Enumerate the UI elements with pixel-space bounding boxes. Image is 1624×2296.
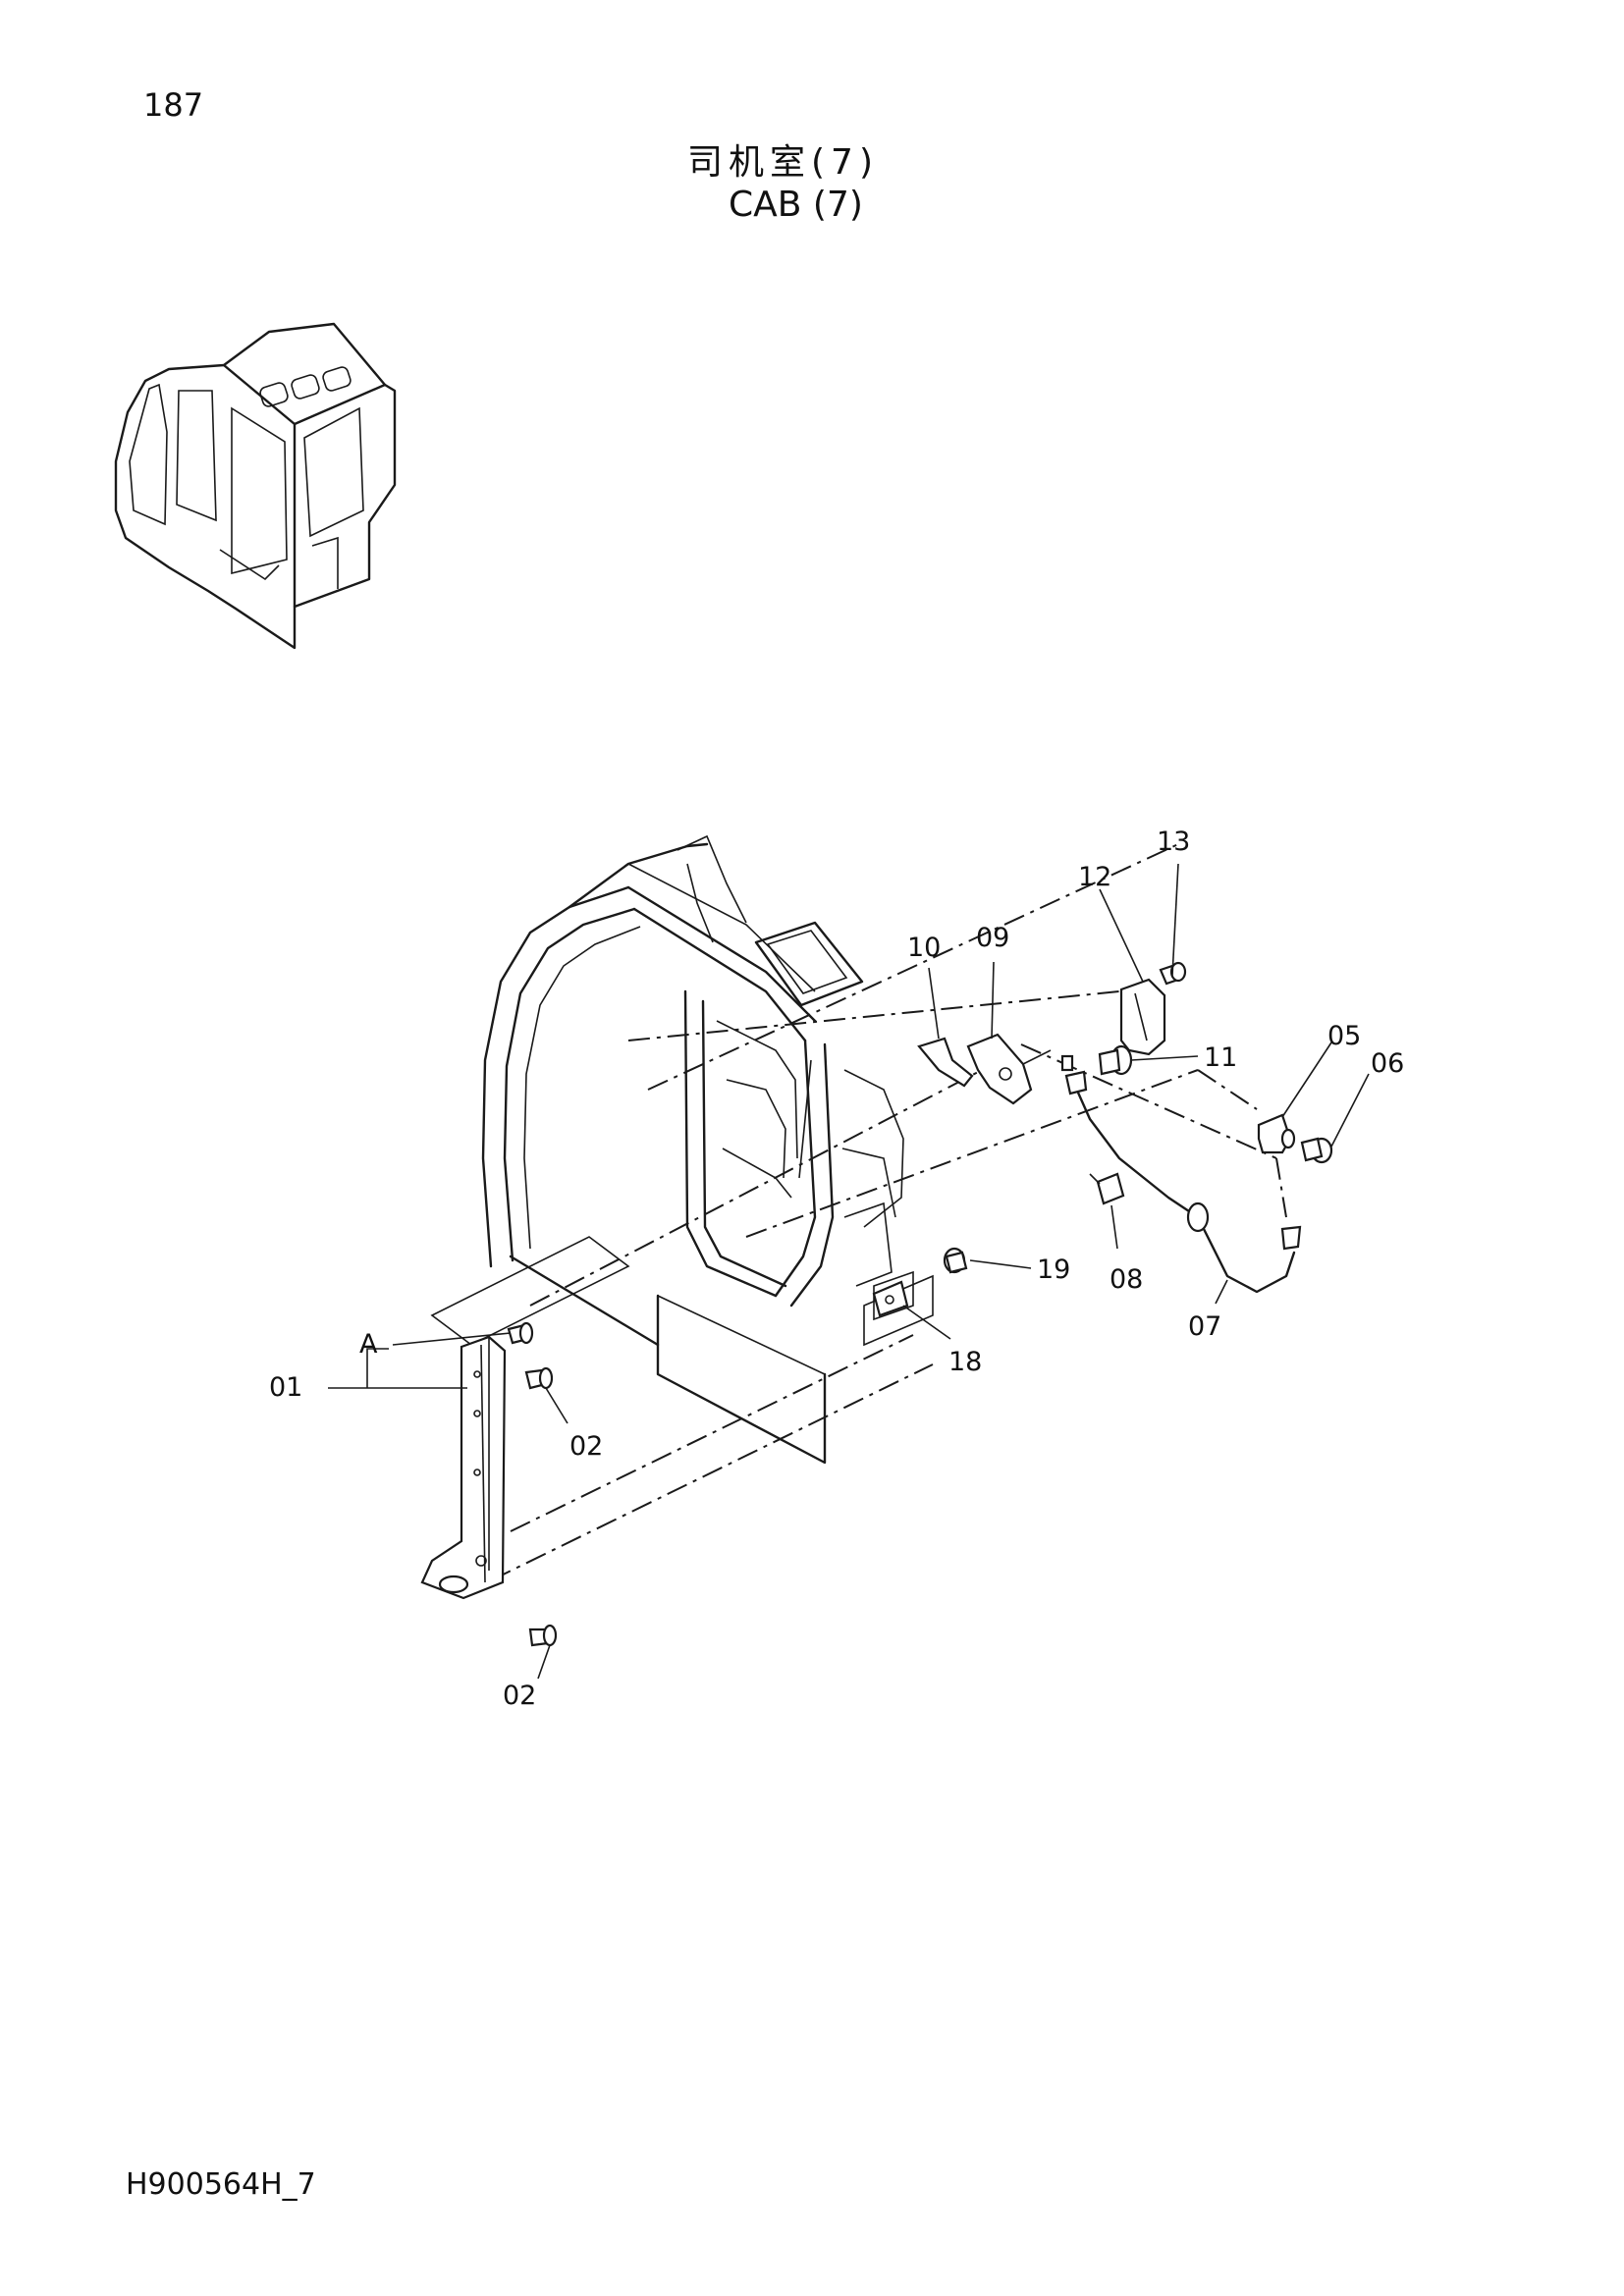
callout-02-upper: 02: [569, 1431, 603, 1462]
callout-09: 09: [976, 923, 1009, 953]
callout-13: 13: [1157, 827, 1190, 857]
cab-frame-illustration: [430, 834, 934, 1465]
screw-13: [1159, 961, 1187, 986]
bolt-02-upper: [524, 1366, 554, 1390]
callout-18: 18: [948, 1347, 982, 1377]
part-07-cable: [1064, 1070, 1302, 1294]
part-01-pillar-bracket: [420, 1335, 507, 1600]
callout-A: A: [359, 1329, 378, 1360]
part-08-clip: [1089, 1172, 1125, 1205]
bolt-19: [943, 1247, 968, 1274]
drawing-code: H900564H_7: [126, 2167, 316, 2202]
callout-08: 08: [1110, 1264, 1143, 1295]
bolt-06: [1300, 1137, 1333, 1164]
bolt-A: [507, 1321, 534, 1345]
page-title-chinese: 司机室(7): [687, 142, 879, 183]
part-12-handle: [1119, 978, 1166, 1056]
page-number: 187: [143, 86, 204, 124]
callout-11: 11: [1204, 1042, 1237, 1073]
part-18-striker-plate: [872, 1280, 909, 1317]
callout-12: 12: [1078, 862, 1111, 892]
part-11-knob: [1060, 1044, 1133, 1076]
callout-01: 01: [269, 1372, 302, 1403]
page-title-english: CAB (7): [729, 185, 863, 225]
callout-07: 07: [1188, 1311, 1221, 1342]
callout-02-lower: 02: [503, 1681, 536, 1711]
callout-05: 05: [1327, 1021, 1361, 1051]
bolt-02-lower: [528, 1624, 558, 1647]
callout-19: 19: [1037, 1255, 1070, 1285]
cab-overview-illustration: [114, 322, 397, 650]
leader-lines: [328, 863, 1370, 1680]
assembly-reference-lines: [490, 843, 1287, 1581]
part-05-clamp: [1257, 1113, 1296, 1154]
part-10-lever: [917, 1037, 974, 1088]
callout-06: 06: [1371, 1048, 1404, 1079]
callout-labels: 13 12 09 10 11 05 06 08 07 19 18 A 01 02…: [269, 827, 1404, 1711]
callout-10: 10: [907, 933, 941, 963]
part-09-latch: [966, 1033, 1052, 1105]
